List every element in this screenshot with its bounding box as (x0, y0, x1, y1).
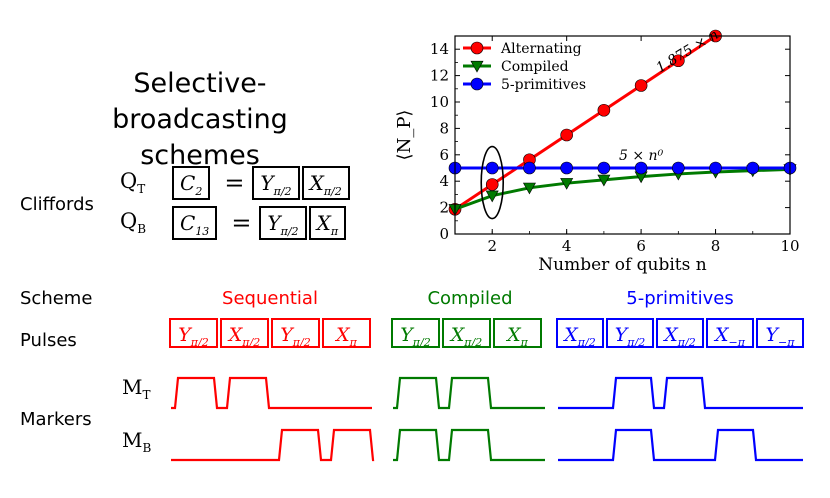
plot-frame (454, 35, 791, 235)
data-point (672, 161, 685, 175)
data-point (597, 161, 611, 175)
marker-wave-compiled-bottom (393, 428, 545, 462)
pulse-box: Yπ/2 (271, 318, 320, 349)
clifford-box-c13: C13 (172, 206, 218, 240)
y-axis-label: ⟨N_P⟩ (394, 110, 415, 161)
pulse-box: Xπ/2 (442, 318, 491, 349)
y-tick-label: 2 (439, 199, 449, 217)
x-tick-label: 4 (562, 237, 572, 255)
pulse-box: Yπ/2 (169, 318, 218, 349)
y-tick-label: 4 (439, 172, 449, 190)
pulse-box: Yπ/2 (391, 318, 440, 349)
annotation-linear: 1.875 × n (654, 27, 722, 77)
data-point (709, 161, 722, 175)
legend-marker (470, 60, 484, 73)
pulses-sequential: Yπ/2 Xπ/2 Yπ/2 Xπ (169, 318, 371, 349)
scheme-name-5-primitives: 5-primitives (626, 288, 734, 309)
marker-wave-primitives-bottom (558, 428, 803, 462)
marker-wave-compiled-top (393, 376, 545, 410)
scheme-name-compiled: Compiled (427, 288, 513, 309)
data-point (746, 161, 760, 175)
x-tick-label: 2 (487, 237, 497, 255)
x-axis-label: Number of qubits n (538, 255, 706, 275)
data-point (485, 161, 499, 175)
data-point (560, 161, 573, 175)
marker-label-top: MT (122, 375, 151, 402)
data-point (597, 174, 611, 187)
pulse-box: Xπ/2 (556, 318, 604, 349)
legend-label: Alternating (500, 41, 582, 57)
clifford-pulse-box: Yπ/2 (259, 206, 307, 240)
equals-sign: = (224, 169, 245, 197)
title-line1: Selective-broadcasting (112, 68, 288, 135)
scheme-row-label: Scheme (20, 288, 93, 309)
y-tick-label: 8 (439, 119, 449, 137)
y-tick-label: 12 (430, 67, 449, 85)
y-tick-label: 6 (439, 146, 449, 164)
markers-row-label: Markers (20, 409, 92, 430)
figure-title: Selective-broadcasting schemes (70, 66, 330, 174)
data-point (485, 178, 499, 191)
legend-marker (470, 77, 484, 91)
marker-wave-sequential-bottom (171, 428, 375, 462)
pulse-box: Xπ (322, 318, 371, 349)
pulse-box: Y−π (756, 318, 804, 349)
clifford-row-bottom: QB C13 = Yπ/2 Xπ (120, 206, 347, 240)
series-line-alternating (455, 36, 717, 211)
pulse-box: Xπ/2 (656, 318, 704, 349)
clifford-pulse-box: Xπ (308, 206, 347, 240)
data-point (523, 161, 536, 175)
pulse-box: Xπ/2 (220, 318, 269, 349)
pulses-compiled: Yπ/2 Xπ/2 Xπ (391, 318, 542, 349)
annotation-constant: 5 × n⁰ (619, 148, 664, 164)
pulse-box: Yπ/2 (606, 318, 654, 349)
marker-wave-sequential-top (171, 376, 372, 410)
data-point (634, 79, 648, 92)
y-tick-label: 10 (430, 93, 449, 111)
pulses-5-primitives: Xπ/2 Yπ/2 Xπ/2 X−π Y−π (556, 318, 804, 349)
clifford-row-top: QT C2 = Yπ/2 Xπ/2 (120, 166, 350, 200)
x-tick-label: 8 (711, 237, 721, 255)
marker-wave-primitives-top (558, 376, 803, 410)
legend-marker (470, 41, 484, 55)
clifford-pulse-box: Xπ/2 (301, 166, 350, 200)
data-point (485, 190, 499, 203)
marker-label-bottom: MB (122, 428, 152, 455)
data-point (522, 182, 536, 195)
title-line2: schemes (140, 140, 260, 171)
data-point (672, 54, 685, 68)
data-point (597, 103, 611, 117)
data-point (560, 128, 573, 142)
x-tick-label: 6 (636, 237, 646, 255)
scheme-name-sequential: Sequential (222, 288, 318, 309)
clifford-box-c2: C2 (172, 166, 211, 200)
marker-waveforms (171, 376, 803, 462)
equals-sign: = (231, 209, 252, 237)
legend-label: 5-primitives (501, 77, 586, 93)
y-tick-label: 0 (439, 225, 449, 243)
data-point (634, 161, 648, 175)
clifford-pulse-box: Yπ/2 (252, 166, 300, 200)
y-tick-label: 14 (430, 40, 449, 58)
data-point (560, 178, 574, 190)
qubit-label-top: QT (120, 169, 146, 197)
series-line-compiled (455, 167, 790, 211)
legend-label: Compiled (501, 59, 569, 75)
cliffords-label: Cliffords (20, 194, 94, 215)
x-tick-label: 10 (780, 237, 799, 255)
pulse-box: X−π (706, 318, 754, 349)
pulse-box: Xπ (493, 318, 542, 349)
pulses-row-label: Pulses (20, 330, 77, 351)
qubit-label-bottom: QB (120, 209, 147, 237)
highlight-ellipse (480, 145, 505, 220)
